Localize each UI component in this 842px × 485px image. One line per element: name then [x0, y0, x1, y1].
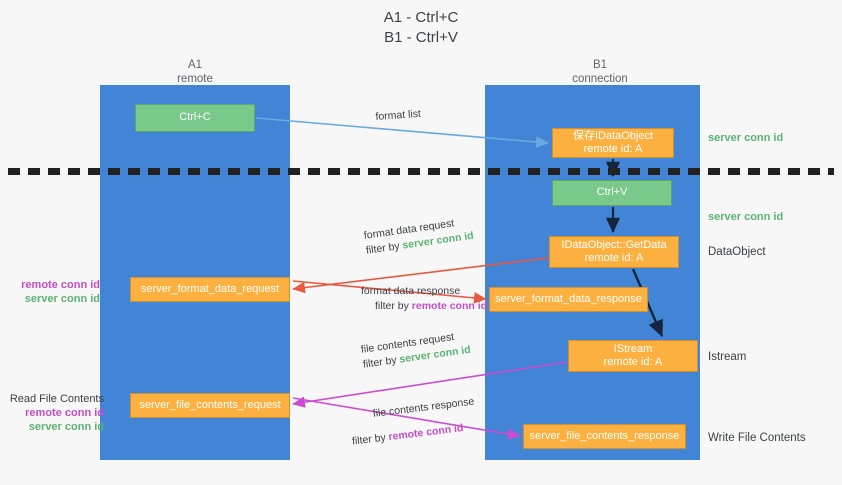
- box-server-format-data-request[interactable]: server_format_data_request: [130, 277, 290, 302]
- filter-prefix: filter by: [362, 353, 401, 371]
- annotation-right-write-file-contents: Write File Contents: [708, 432, 806, 444]
- edge-label-format-data-response-line1: format data response: [361, 285, 461, 297]
- box-server-file-contents-response-label: server_file_contents_response: [529, 429, 680, 442]
- box-server-file-contents-response[interactable]: server_file_contents_response: [523, 424, 686, 449]
- annotation-left-server-conn-id-2: server conn id: [28, 421, 104, 433]
- box-server-format-data-request-label: server_format_data_request: [140, 282, 280, 295]
- connector-file-contents-request: [292, 361, 568, 408]
- box-server-file-contents-request[interactable]: server_file_contents_request: [130, 393, 290, 418]
- box-ctrl-v-label: Ctrl+V: [596, 186, 628, 199]
- box-save-idataobject[interactable]: 保存IDataObject remote id: A: [552, 128, 674, 158]
- title-line-2: B1 - Ctrl+V: [384, 29, 458, 46]
- box-ctrl-v[interactable]: Ctrl+V: [552, 180, 672, 206]
- box-istream[interactable]: IStream remote id: A: [568, 340, 698, 372]
- filter-key-remote-conn-id: remote conn id: [411, 300, 488, 312]
- annotation-read-file-contents: Read File Contents remote conn id server…: [8, 392, 104, 434]
- annotation-left-conn-ids: remote conn id server conn id: [8, 278, 100, 306]
- connector-format-list: [255, 117, 549, 148]
- lane-a1-sublabel: remote: [177, 73, 213, 85]
- box-server-format-data-response[interactable]: server_format_data_response: [489, 287, 648, 312]
- box-ctrl-c-label: Ctrl+C: [179, 111, 211, 124]
- box-getdata-line2: remote id: A: [584, 252, 644, 264]
- filter-prefix: filter by: [375, 300, 412, 312]
- edge-label-format-list-text: format list: [375, 107, 422, 123]
- annotation-right-dataobject: DataObject: [708, 246, 766, 258]
- page-title: A1 - Ctrl+C B1 - Ctrl+V: [0, 8, 842, 48]
- box-getdata-line1: IDataObject::GetData: [561, 238, 667, 251]
- box-istream-line2: remote id: A: [603, 356, 663, 368]
- connector-format-data-request: [292, 257, 549, 294]
- annotation-right-server-conn-id-2: server conn id: [708, 211, 784, 223]
- box-server-format-data-response-label: server_format_data_response: [495, 292, 642, 305]
- annotation-right-istream: Istream: [708, 351, 747, 363]
- lane-header-a1: A1 remote: [120, 58, 270, 86]
- annotation-left-remote-conn-id-2: remote conn id: [25, 407, 104, 419]
- filter-prefix: filter by: [365, 239, 404, 257]
- lane-header-b1: B1 connection: [525, 58, 675, 86]
- title-line-1: A1 - Ctrl+C: [383, 9, 459, 26]
- box-save-idataobject-line2: remote id: A: [583, 143, 643, 155]
- edge-label-format-data-response: format data response filter by remote co…: [361, 284, 487, 314]
- annotation-left-remote-conn-id: remote conn id: [21, 279, 100, 291]
- edge-label-format-data-response-filter: filter by remote conn id: [361, 299, 487, 314]
- annotation-right-server-conn-id-1: server conn id: [708, 132, 784, 144]
- lane-b1-name: B1: [592, 59, 608, 71]
- annotation-read-file-contents-heading: Read File Contents: [9, 393, 104, 405]
- connector-file-contents-response: [292, 397, 521, 440]
- lane-b1-sublabel: connection: [572, 73, 628, 85]
- box-server-file-contents-request-label: server_file_contents_request: [139, 398, 281, 411]
- box-idataobject-getdata[interactable]: IDataObject::GetData remote id: A: [549, 236, 679, 268]
- box-save-idataobject-line1: 保存IDataObject: [572, 129, 654, 142]
- lane-a1-name: A1: [187, 59, 203, 71]
- annotation-left-server-conn-id: server conn id: [24, 293, 100, 305]
- filter-prefix: filter by: [351, 431, 390, 448]
- edge-label-format-list: format list: [375, 107, 421, 125]
- dashed-divider: [8, 168, 834, 175]
- box-ctrl-c[interactable]: Ctrl+C: [135, 104, 255, 132]
- connector-format-data-response: [292, 280, 487, 304]
- box-istream-line1: IStream: [613, 342, 653, 355]
